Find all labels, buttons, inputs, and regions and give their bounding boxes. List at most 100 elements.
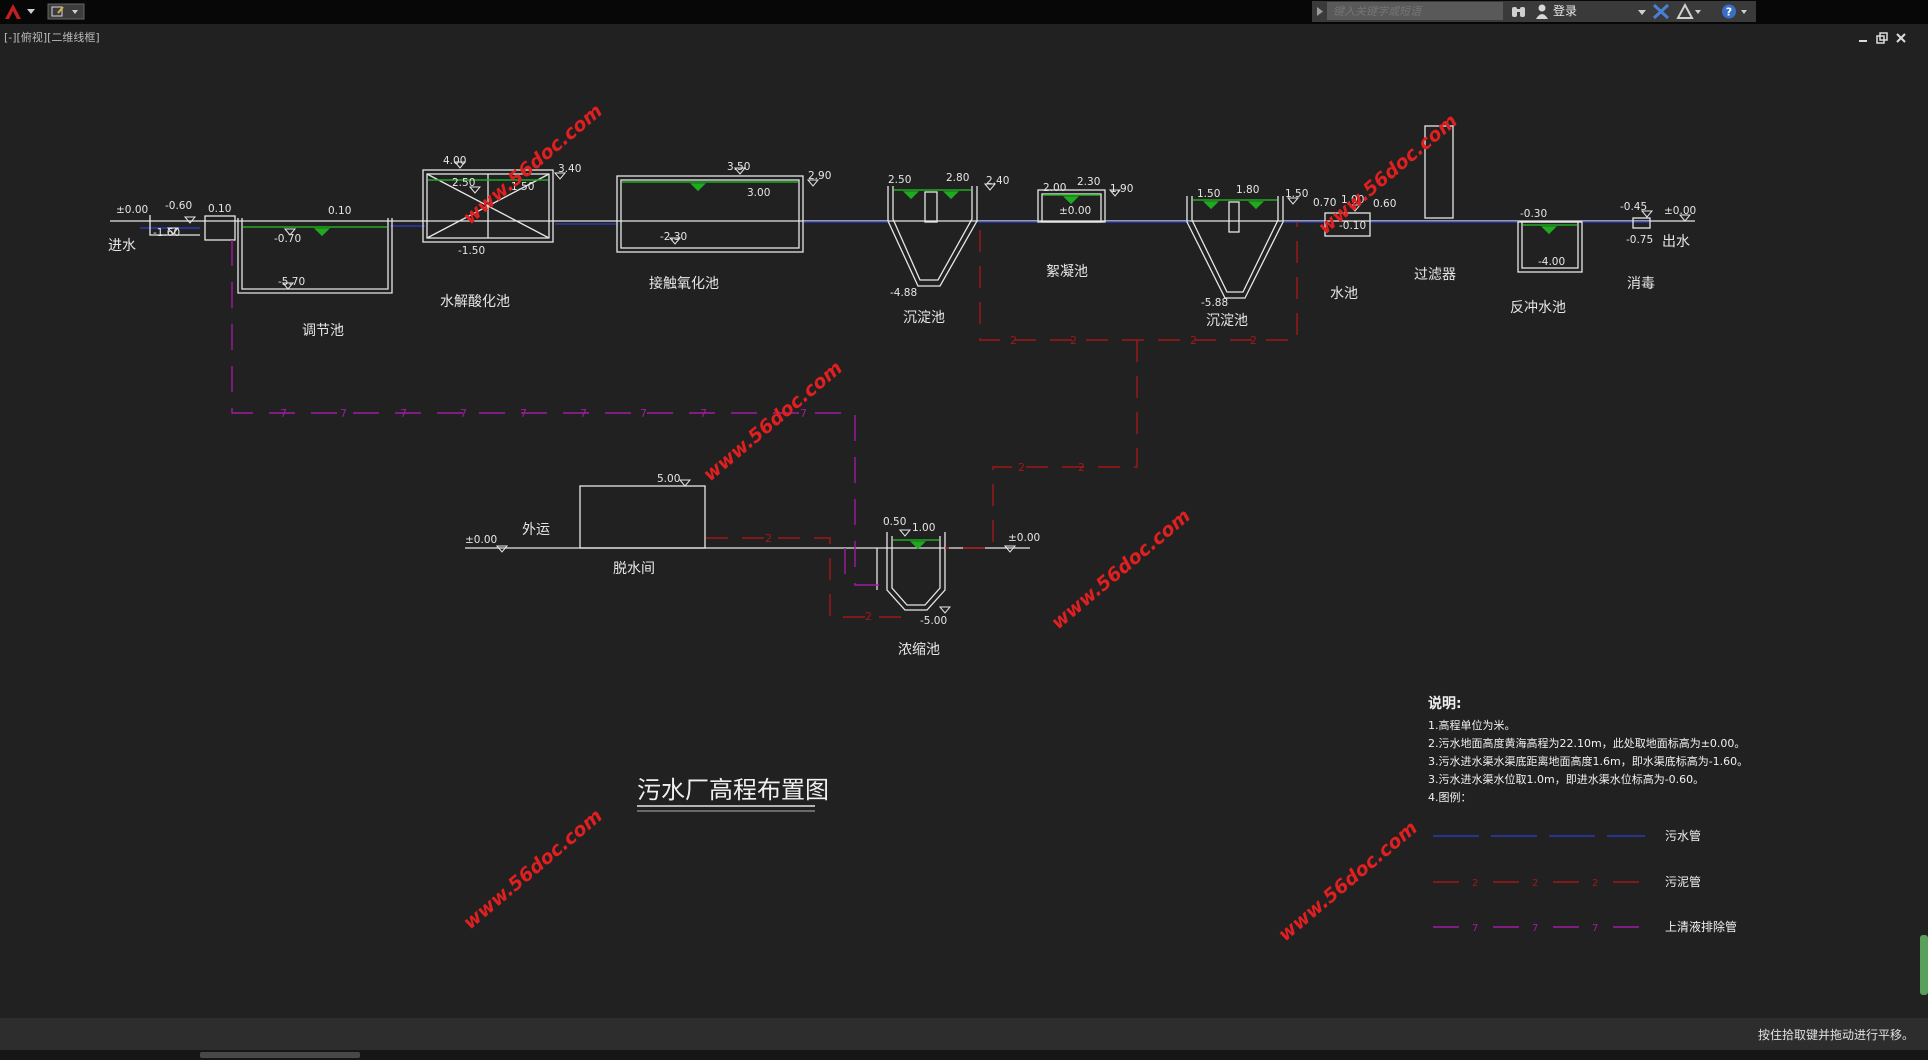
- sign-in-link[interactable]: 登录: [1553, 4, 1578, 18]
- watermark: www.56doc.com: [459, 805, 607, 934]
- a360-icon[interactable]: [1676, 3, 1702, 20]
- svg-text:2: 2: [1078, 461, 1085, 474]
- watermark: www.56doc.com: [1047, 505, 1195, 634]
- disinfection-tank: [1632, 217, 1651, 229]
- thickener: [886, 532, 946, 611]
- drawing-title: 污水厂高程布置图: [637, 776, 829, 804]
- chevron-down-icon: [27, 9, 35, 14]
- svg-text:±0.00: ±0.00: [1008, 532, 1040, 544]
- quick-access-toolbar[interactable]: [46, 2, 86, 21]
- svg-text:7: 7: [280, 407, 287, 420]
- water-tank: [1324, 212, 1371, 237]
- svg-text:沉淀池: 沉淀池: [1206, 313, 1248, 329]
- search-input[interactable]: [1327, 2, 1503, 20]
- viewport-controls[interactable]: [-][俯视][二维线框]: [4, 31, 100, 44]
- svg-text:水解酸化池: 水解酸化池: [440, 294, 510, 310]
- svg-text:0.50: 0.50: [883, 516, 906, 528]
- legend-label: 上清液排除管: [1665, 919, 1737, 934]
- new-document-icon[interactable]: [51, 6, 63, 17]
- binoculars-search-icon[interactable]: [1510, 3, 1528, 20]
- svg-text:1.50: 1.50: [1197, 188, 1220, 200]
- svg-text:2: 2: [765, 532, 772, 545]
- title-underline: [637, 805, 815, 812]
- legend: 污水管 2 2 2 污泥管 7 7 7 上清液排除管: [1433, 828, 1737, 934]
- svg-text:0.60: 0.60: [1373, 198, 1396, 210]
- svg-text:7: 7: [460, 407, 467, 420]
- sludge-pipe: [706, 222, 1298, 618]
- svg-text:2.80: 2.80: [946, 172, 969, 184]
- svg-text:1.50: 1.50: [1285, 188, 1308, 200]
- svg-text:-4.00: -4.00: [1538, 256, 1565, 268]
- svg-text:消毒: 消毒: [1627, 276, 1655, 292]
- svg-text:3.50: 3.50: [727, 161, 750, 173]
- svg-text:2.90: 2.90: [808, 170, 831, 182]
- svg-text:-4.88: -4.88: [890, 287, 917, 299]
- svg-text:2: 2: [1592, 878, 1598, 889]
- navigation-bar-handle[interactable]: [1920, 935, 1928, 995]
- status-message: 按住拾取键并拖动进行平移。: [1757, 1028, 1914, 1042]
- help-icon[interactable]: ?: [1720, 3, 1750, 20]
- horizontal-scrollbar[interactable]: [0, 1050, 1928, 1060]
- watermarks: www.56doc.com www.56doc.com www.56doc.co…: [459, 100, 1462, 946]
- svg-text:-1.60: -1.60: [153, 227, 180, 239]
- qat-frame: [47, 3, 85, 20]
- svg-text:1.00: 1.00: [1341, 194, 1364, 206]
- supernatant-pipe-marks: 7 7 7 7 7 7 7 7 7: [280, 407, 807, 420]
- expand-search-icon[interactable]: [1314, 3, 1326, 20]
- note-item: 2.污水地面高度黄海高程为22.10m，此处取地面标高为±0.00。: [1428, 736, 1745, 750]
- svg-text:7: 7: [340, 407, 347, 420]
- structure-labels: 进水 调节池 水解酸化池 接触氧化池 沉淀池 絮凝池 沉淀池 水池 过滤器 反冲…: [108, 234, 1690, 658]
- chevron-down-icon[interactable]: [72, 10, 78, 14]
- svg-text:±0.00: ±0.00: [465, 534, 497, 546]
- elevation-labels: ±0.00 -0.60 -1.60 0.10 0.10 -0.70 -5.70 …: [116, 155, 1696, 627]
- svg-text:2: 2: [1070, 334, 1077, 347]
- svg-text:絮凝池: 絮凝池: [1046, 263, 1088, 280]
- sedimentation-tank-1: [887, 186, 978, 287]
- svg-text:-0.30: -0.30: [1520, 208, 1547, 220]
- svg-text:-0.60: -0.60: [165, 200, 192, 212]
- svg-text:-5.88: -5.88: [1201, 297, 1228, 309]
- svg-text:7: 7: [700, 407, 707, 420]
- ground-line: [110, 220, 1695, 549]
- svg-text:?: ?: [1726, 6, 1732, 19]
- svg-text:2: 2: [1532, 878, 1538, 889]
- svg-text:2.50: 2.50: [452, 177, 475, 189]
- svg-text:7: 7: [1532, 923, 1538, 934]
- autocad-logo-icon: [5, 4, 21, 19]
- notes-heading: 说明:: [1428, 695, 1462, 712]
- svg-text:-0.75: -0.75: [1626, 234, 1653, 246]
- svg-text:1.00: 1.00: [912, 522, 935, 534]
- water-levels: [243, 179, 1577, 550]
- svg-text:反冲水池: 反冲水池: [1510, 300, 1566, 316]
- svg-text:1.80: 1.80: [1236, 184, 1259, 196]
- svg-text:沉淀池: 沉淀池: [903, 310, 945, 326]
- exchange-apps-icon[interactable]: [1652, 3, 1670, 20]
- close-icon[interactable]: [1894, 31, 1908, 45]
- svg-text:1.90: 1.90: [1110, 183, 1133, 195]
- svg-text:±0.00: ±0.00: [1059, 205, 1091, 217]
- svg-text:-0.10: -0.10: [1339, 220, 1366, 232]
- svg-text:-5.00: -5.00: [920, 615, 947, 627]
- watermark: www.56doc.com: [1274, 817, 1422, 946]
- note-item: 4.图例：: [1428, 790, 1472, 804]
- scrollbar-thumb[interactable]: [200, 1052, 360, 1058]
- application-menu-button[interactable]: [2, 2, 42, 21]
- svg-text:2: 2: [1018, 461, 1025, 474]
- restore-icon[interactable]: [1875, 31, 1889, 45]
- svg-text:0.70: 0.70: [1313, 197, 1336, 209]
- watermark: www.56doc.com: [699, 357, 847, 486]
- sludge-pipe-marks: 2 2 2 2 2 2 2 2: [765, 334, 1257, 623]
- dewatering-house: [579, 485, 706, 549]
- svg-text:2: 2: [1250, 334, 1257, 347]
- minimize-icon[interactable]: [1856, 31, 1870, 45]
- svg-text:3.00: 3.00: [747, 187, 770, 199]
- svg-text:-0.70: -0.70: [274, 233, 301, 245]
- svg-text:1.50: 1.50: [511, 181, 534, 193]
- user-icon[interactable]: [1534, 3, 1550, 20]
- chevron-down-icon[interactable]: [1638, 8, 1646, 16]
- drawing-canvas[interactable]: 2 2 2 2 2 2 2 2 7 7 7 7 7 7 7 7 7: [0, 40, 1928, 1016]
- svg-text:2: 2: [1010, 334, 1017, 347]
- svg-text:0.10: 0.10: [328, 205, 351, 217]
- svg-text:2: 2: [1190, 334, 1197, 347]
- svg-text:-2.30: -2.30: [660, 231, 687, 243]
